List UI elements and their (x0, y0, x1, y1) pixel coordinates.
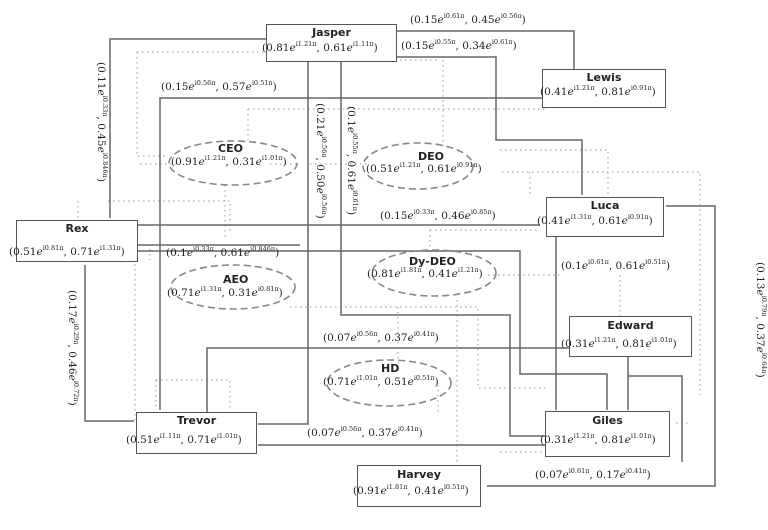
solid-connections (84, 30, 716, 487)
ellipse-label-hd: HD (381, 362, 400, 375)
edge-jasper-trevor (258, 62, 309, 425)
node-value: (0.31ei1.21π, 0.81ei1.01π) (540, 432, 656, 446)
edge-label-jasper-luca: (0.15ei0.55π, 0.34ei0.61π) (401, 38, 517, 52)
edge-edward-harvey (628, 375, 683, 462)
node-label: Lewis (586, 71, 622, 84)
edge-label-luca-giles: (0.1ei0.61π, 0.61ei0.51π) (561, 258, 671, 272)
edge-luca-harvey (487, 205, 716, 487)
edge-label-harvey-edward: (0.07ei0.61π, 0.17ei0.41π) (535, 467, 651, 481)
node-label: Giles (592, 414, 623, 427)
edge-label-jasper-trevor: (0.21ei0.56π, 0.50ei0.56π) (314, 103, 328, 219)
ellipse-value-dydeo: (0.81ei1.81π, 0.41ei1.21π) (367, 266, 483, 280)
edge-label-rex-luca: (0.15ei0.33π, 0.46ei0.85π) (380, 208, 496, 222)
ellipse-ceo (168, 140, 298, 186)
edge-label-luca-harvey: (0.13ei0.79π, 0.37ei0.64π) (754, 262, 768, 378)
edge-label-rex-jasper: (0.11ei0.33π, 0.45ei0.846π) (95, 62, 109, 182)
node-value: (0.51ei0.81π, 0.71ei1.31π) (9, 244, 125, 258)
node-luca[interactable]: Luca (546, 197, 664, 237)
node-label: Trevor (176, 414, 217, 427)
node-value: (0.81ei1.21π, 0.61ei1.11π) (262, 40, 378, 54)
node-giles[interactable]: Giles (545, 411, 670, 457)
edge-jasper-luca (396, 56, 583, 195)
ellipse-value-hd: (0.71ei1.01π, 0.51ei0.51π) (323, 374, 439, 388)
node-value: (0.91ei1.81π, 0.41ei0.51π) (353, 483, 469, 497)
ellipse-dydeo (371, 249, 497, 297)
dotted-line (108, 200, 231, 234)
dotted-line (500, 149, 609, 210)
ellipse-label-deo: DEO (418, 150, 444, 163)
dotted-line (502, 171, 701, 395)
node-harvey[interactable]: Harvey (357, 465, 481, 507)
edge-label-trevor-giles: (0.07ei0.56π, 0.37ei0.41π) (307, 425, 423, 439)
node-trevor[interactable]: Trevor (136, 412, 257, 454)
ellipse-aeo (170, 264, 296, 310)
node-value: (0.41ei1.31π, 0.61ei0.91π) (537, 213, 653, 227)
node-value: (0.51ei1.11π, 0.71ei1.01π) (126, 432, 242, 446)
edge-label-trevor-lewis: (0.15ei0.56π, 0.57ei0.51π) (161, 79, 277, 93)
edge-rex-h1 (138, 250, 608, 410)
edge-jasper-giles (340, 62, 546, 437)
ellipses (168, 140, 497, 407)
node-value: (0.31ei1.21π, 0.81ei1.01π) (561, 336, 677, 350)
edge-rex-trevor (84, 265, 134, 422)
node-label: Harvey (397, 468, 441, 481)
ellipse-value-deo: (0.51ei1.21π, 0.61ei0.91π) (366, 161, 482, 175)
node-lewis[interactable]: Lewis (542, 69, 666, 108)
node-label: Rex (65, 222, 89, 235)
node-edward[interactable]: Edward (569, 316, 692, 357)
edge-label-jasper-lewis: (0.15ei0.61π, 0.45ei0.56π) (410, 12, 526, 26)
edge-label-rex-giles: (0.1ei0.33π, 0.61ei0.846π) (166, 245, 280, 259)
node-jasper[interactable]: Jasper (266, 24, 397, 62)
node-label: Jasper (312, 26, 351, 39)
node-label: Edward (607, 319, 654, 332)
ellipse-hd (326, 359, 452, 407)
dotted-line (136, 52, 165, 157)
ellipse-value-ceo: (0.91ei1.21π, 0.31ei1.01π) (171, 154, 287, 168)
node-label: Luca (590, 199, 620, 212)
edge-rex-jasper (109, 38, 266, 218)
edge-label-rex-trevor: (0.17ei0.29π, 0.46ei0.72π) (66, 290, 80, 406)
edge-trevor-edward (206, 347, 570, 427)
ellipse-deo (362, 142, 474, 190)
ellipse-label-dydeo: Dy-DEO (409, 255, 456, 268)
edge-label-jasper-giles: (0.1ei0.55π, 0.61ei0.61π) (345, 106, 359, 216)
node-rex[interactable]: Rex (16, 220, 138, 262)
edge-label-trevor-edward: (0.07ei0.56π, 0.37ei0.41π) (323, 330, 439, 344)
ellipse-label-aeo: AEO (223, 273, 249, 286)
dotted-line (156, 379, 231, 410)
edge-jasper-lewis (396, 30, 575, 70)
ellipse-label-ceo: CEO (218, 142, 243, 155)
node-value: (0.41ei1.21π, 0.81ei0.91π) (540, 84, 656, 98)
edge-trevor-lewis (159, 97, 545, 410)
ellipse-value-aeo: (0.71ei1.31π, 0.31ei0.81π) (167, 285, 283, 299)
